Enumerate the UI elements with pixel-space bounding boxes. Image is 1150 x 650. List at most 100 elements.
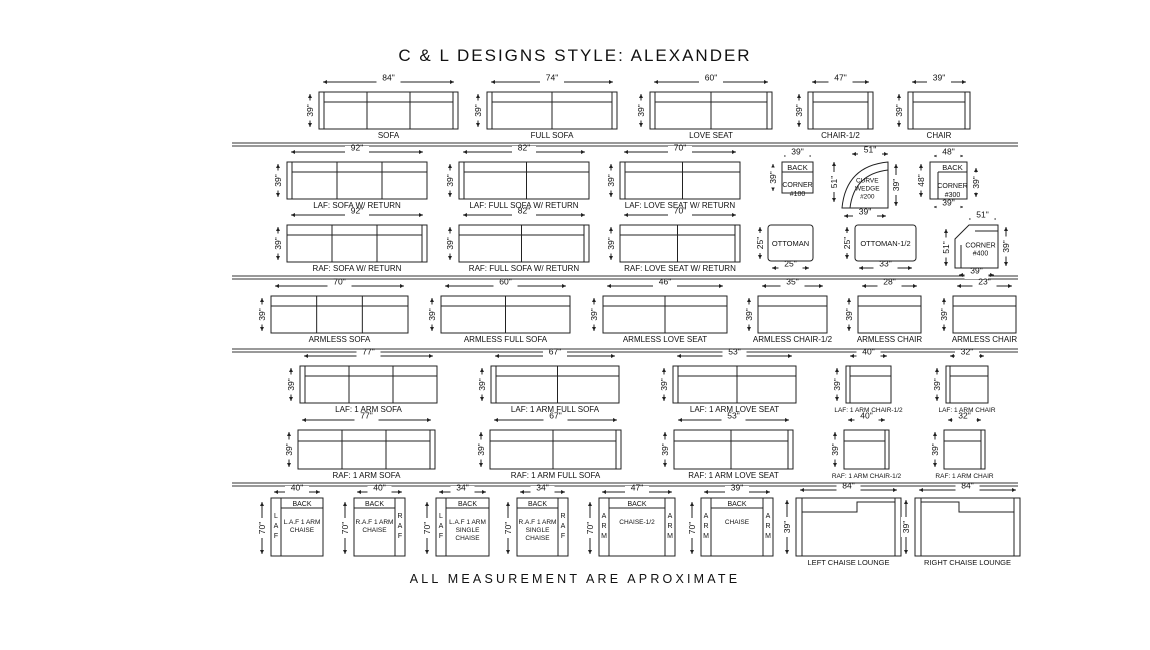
arrow-head — [897, 94, 901, 98]
arrow-head — [835, 368, 839, 372]
label-bg — [782, 517, 792, 537]
arrow-head — [609, 164, 613, 168]
arm-letter: F — [561, 533, 565, 540]
arrow-head — [797, 94, 801, 98]
width-label: 35" — [786, 277, 798, 287]
depth-label: 70" — [257, 522, 267, 534]
piece-label: LAF: SOFA W/ RETURN — [313, 201, 401, 210]
piece-label: LAF: 1 ARM CHAIR-1/2 — [834, 407, 903, 414]
arrow-head — [959, 273, 963, 277]
label-bg — [273, 170, 283, 191]
arm-letter: A — [602, 513, 607, 520]
piece-lounge: 84"39"RIGHT CHAISE LOUNGE — [901, 481, 1021, 567]
arrow-head — [316, 490, 320, 494]
wedge-inner — [849, 169, 889, 209]
arrow-head — [276, 164, 280, 168]
width-label: 40" — [862, 347, 874, 357]
piece-label: RAF: 1 ARM LOVE SEAT — [688, 471, 779, 480]
arrow-head — [588, 550, 592, 554]
arrow-head — [785, 500, 789, 504]
width-label: 77" — [360, 411, 372, 421]
arm-letter: A — [668, 513, 673, 520]
arm-letter: F — [439, 533, 443, 540]
depth-label: 39" — [830, 443, 840, 455]
arrow-head — [704, 490, 708, 494]
chaise-label: SINGLE — [526, 527, 551, 534]
label-bg — [858, 148, 882, 158]
label-bg — [540, 76, 564, 86]
arrow-head — [343, 502, 347, 506]
arrow-head — [845, 255, 849, 259]
label-bg — [340, 518, 350, 538]
arrow-head — [1008, 284, 1012, 288]
label-bg — [1001, 236, 1011, 257]
back-label: BACK — [627, 501, 646, 508]
width-label: 67" — [549, 347, 561, 357]
sofa-outline — [807, 91, 874, 130]
label-bg — [653, 280, 677, 290]
sofa-outline — [843, 429, 890, 470]
back-line — [960, 230, 998, 268]
arrow-head — [476, 94, 480, 98]
arrow-head — [944, 229, 948, 233]
lounge-outline — [914, 497, 1021, 557]
arrow-head — [977, 418, 981, 422]
piece-sofa: 60"39"LOVE SEAT — [636, 73, 773, 140]
piece-sofa: 70"39"ARMLESS SOFA — [257, 277, 409, 344]
width-label: 34" — [456, 483, 468, 493]
arrow-head — [491, 80, 495, 84]
sofa-outline — [286, 224, 428, 263]
width-label: 39" — [859, 207, 871, 217]
corner-outline — [781, 161, 814, 194]
depth-label: 39" — [939, 308, 949, 320]
arrow-head — [289, 368, 293, 372]
arrow-head — [479, 463, 483, 467]
lounge-outline — [795, 497, 902, 557]
label-bg — [955, 350, 979, 360]
arrow-head — [479, 432, 483, 436]
label-bg — [936, 150, 961, 160]
arrow-head — [677, 354, 681, 358]
label-bg — [257, 518, 267, 538]
arrow-head — [904, 500, 908, 504]
label-bg — [493, 280, 518, 290]
piece-label: RIGHT CHAISE LOUNGE — [924, 558, 1011, 567]
depth-label: 39" — [286, 378, 296, 390]
sofa-outline — [945, 365, 989, 404]
arrow-head — [764, 80, 768, 84]
arrow-head — [291, 150, 295, 154]
arrow-head — [897, 123, 901, 127]
arrow-head — [865, 80, 869, 84]
arm-letter: R — [765, 523, 770, 530]
arrow-head — [797, 123, 801, 127]
width-label: 70" — [674, 143, 686, 153]
arrow-head — [287, 463, 291, 467]
arrow-head — [495, 354, 499, 358]
arm-letter: A — [561, 523, 566, 530]
label-bg — [473, 100, 483, 121]
label-bg — [894, 100, 904, 121]
depth-label: 51" — [941, 241, 951, 253]
arrow-head — [758, 255, 762, 259]
arrow-head — [980, 354, 984, 358]
arrow-head — [766, 490, 770, 494]
sofa-outline — [299, 365, 438, 404]
label-bg — [854, 414, 879, 424]
label-bg — [780, 280, 805, 290]
label-bg — [721, 414, 746, 424]
width-label: 70" — [674, 206, 686, 216]
arrow-head — [962, 80, 966, 84]
depth-label: 39" — [832, 378, 842, 390]
arrow-head — [476, 123, 480, 127]
label-bg — [785, 150, 810, 160]
depth-label: 39" — [427, 308, 437, 320]
back-label: BACK — [787, 163, 807, 172]
sofa-outline — [489, 429, 622, 470]
back-label: BACK — [458, 501, 477, 508]
arrow-head — [588, 502, 592, 506]
depth-label: 39" — [930, 443, 940, 455]
label-bg — [585, 518, 595, 538]
label-bg — [367, 486, 392, 496]
